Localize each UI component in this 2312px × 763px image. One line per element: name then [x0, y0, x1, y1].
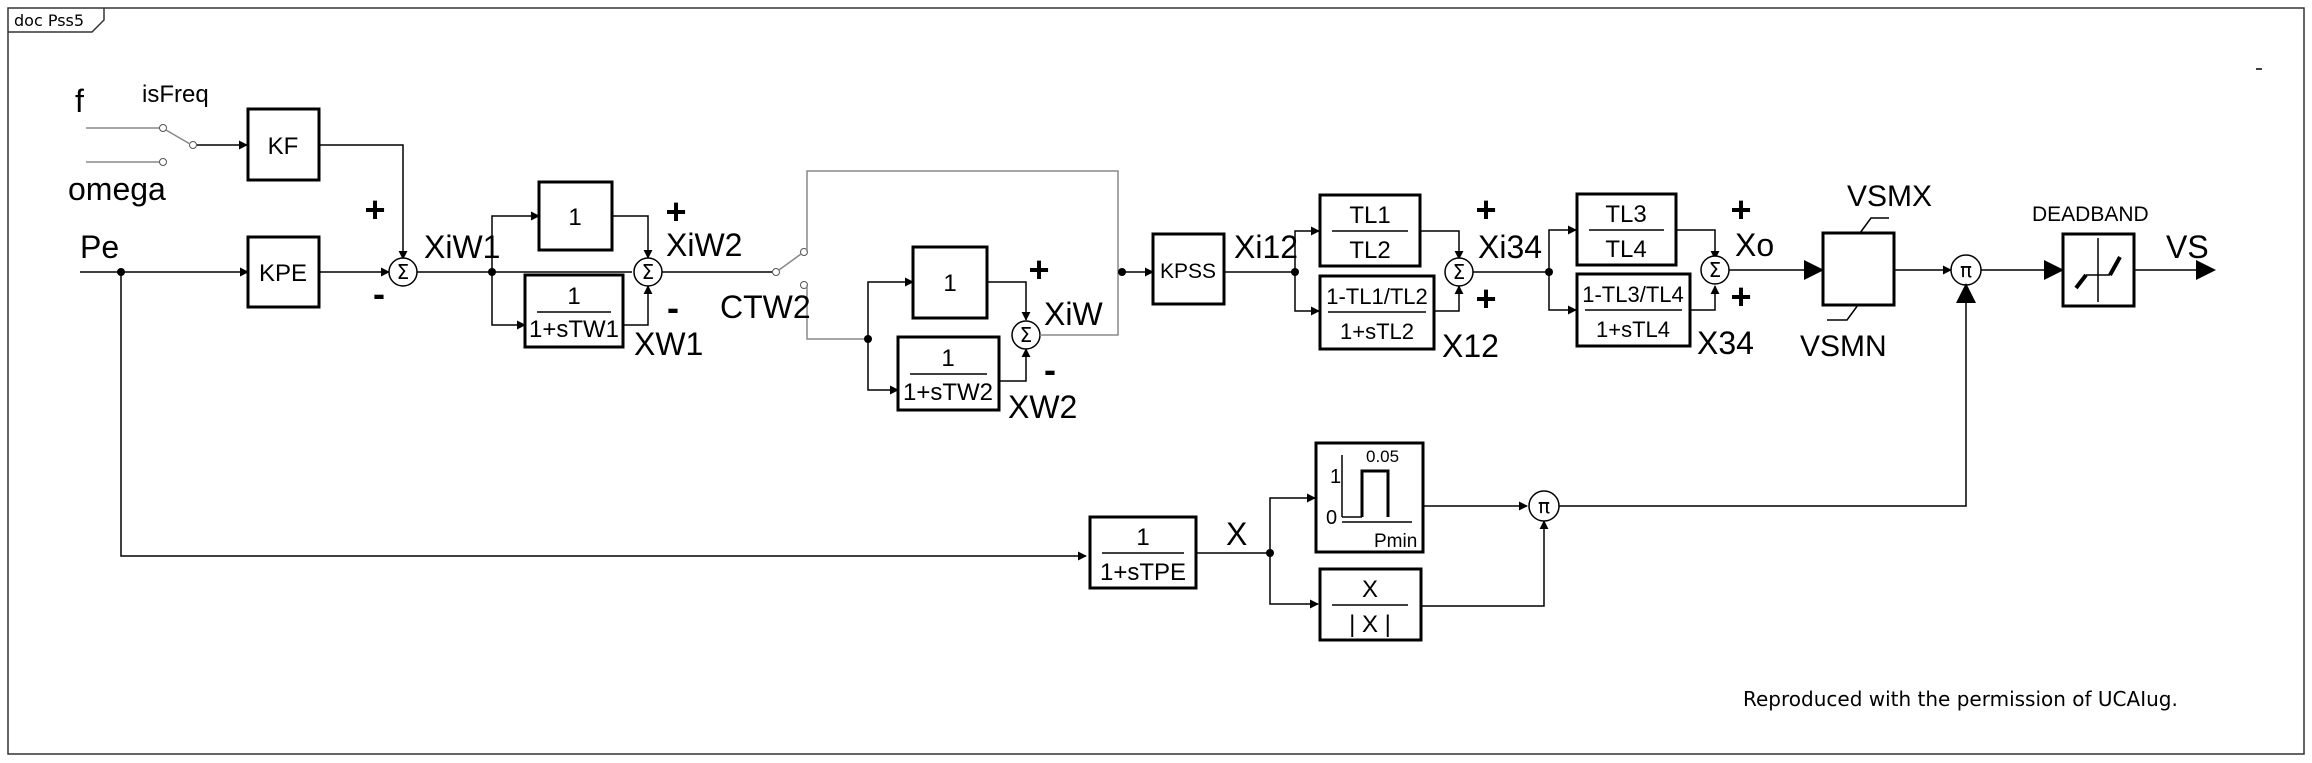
sig-x34: X34 — [1697, 325, 1754, 361]
ctw2-switch — [772, 170, 1119, 340]
input-pe: Pe — [80, 229, 119, 265]
credit-note: Reproduced with the permission of UCAIug… — [1743, 687, 2178, 711]
input-omega: omega — [68, 171, 166, 207]
step-lo-label: 0 — [1326, 507, 1337, 529]
sum2-minus: - — [667, 287, 679, 328]
sig-xiw1: XiW1 — [424, 229, 500, 265]
sig-xi34: Xi34 — [1478, 229, 1542, 265]
tl3-num: TL3 — [1605, 201, 1646, 228]
sig-xw1: XW1 — [634, 326, 703, 362]
sum1-minus: - — [373, 273, 385, 314]
tl4-den: TL4 — [1605, 236, 1646, 263]
gain-1-middle-label: 1 — [943, 270, 956, 297]
tl1-tl2-num: 1-TL1/TL2 — [1326, 284, 1428, 309]
sum1-plus: + — [364, 189, 385, 230]
doc-title: doc Pss5 — [14, 11, 84, 30]
sum5-op: Σ — [1709, 258, 1722, 282]
sig-xo: Xo — [1735, 227, 1774, 263]
gain-1-block-middle — [911, 245, 989, 320]
sig-vs: VS — [2166, 229, 2209, 265]
sig-vsmn: VSMN — [1800, 330, 1887, 363]
sig-vsmx: VSMX — [1847, 180, 1932, 213]
sign-num: X — [1362, 576, 1378, 603]
sum5-plus-top: + — [1730, 189, 1751, 230]
sum2-plus: + — [665, 191, 686, 232]
input-f: f — [75, 83, 84, 119]
gain-1-block-upper — [537, 180, 614, 252]
mult-bottom-op: π — [1538, 494, 1550, 518]
gain-1-upper-label: 1 — [568, 204, 581, 231]
label-isfreq: isFreq — [142, 81, 209, 108]
sum3-plus: + — [1028, 249, 1049, 290]
tw1-den: 1+sTW1 — [529, 316, 619, 343]
tw2-num: 1 — [941, 345, 954, 372]
sum1-op: Σ — [397, 260, 410, 284]
sum4-op: Σ — [1453, 260, 1466, 284]
sum4-plus-top: + — [1475, 189, 1496, 230]
kpe-block — [246, 235, 321, 309]
tl2-den: TL2 — [1349, 237, 1390, 264]
kpss-block — [1151, 232, 1226, 306]
kpss-label: KPSS — [1160, 260, 1216, 283]
tw2-den: 1+sTW2 — [903, 379, 993, 406]
step-threshold-label: 0.05 — [1366, 447, 1399, 466]
label-ctw2: CTW2 — [720, 289, 811, 325]
sig-xw2: XW2 — [1008, 389, 1077, 425]
step-hi-label: 1 — [1330, 466, 1341, 488]
tl4-lag-den: 1+sTL4 — [1596, 317, 1670, 342]
sig-xiw2: XiW2 — [666, 227, 742, 263]
sum3-op: Σ — [1020, 323, 1033, 347]
kpe-label: KPE — [259, 260, 307, 287]
sig-xiw: XiW — [1044, 296, 1103, 332]
tl1-num: TL1 — [1349, 202, 1390, 229]
tl3-tl4-num: 1-TL3/TL4 — [1582, 282, 1684, 307]
label-deadband: DEADBAND — [2032, 203, 2149, 226]
limiter-block — [1821, 231, 1896, 307]
sig-xi12: Xi12 — [1234, 229, 1298, 265]
freq-switch — [86, 124, 248, 166]
diagram-frame — [7, 7, 2305, 755]
tl2-lag-den: 1+sTL2 — [1340, 319, 1414, 344]
sum3-minus: - — [1044, 349, 1056, 390]
sig-x: X — [1226, 516, 1247, 552]
mult-top-op: π — [1960, 258, 1972, 282]
doc-tab — [8, 8, 105, 33]
sig-x12: X12 — [1442, 328, 1499, 364]
tpe-num: 1 — [1136, 524, 1149, 551]
sign-den: | X | — [1349, 611, 1391, 638]
tpe-den: 1+sTPE — [1100, 559, 1186, 586]
step-block — [1314, 441, 1425, 554]
sum4-plus-bottom: + — [1475, 278, 1496, 319]
sum5-plus-bottom: + — [1730, 276, 1751, 317]
step-pmin-label: Pmin — [1374, 531, 1417, 552]
kf-label: KF — [268, 133, 299, 160]
tw1-num: 1 — [567, 283, 580, 310]
sum2-op: Σ — [642, 260, 655, 284]
washout-tw1-block — [523, 273, 625, 349]
